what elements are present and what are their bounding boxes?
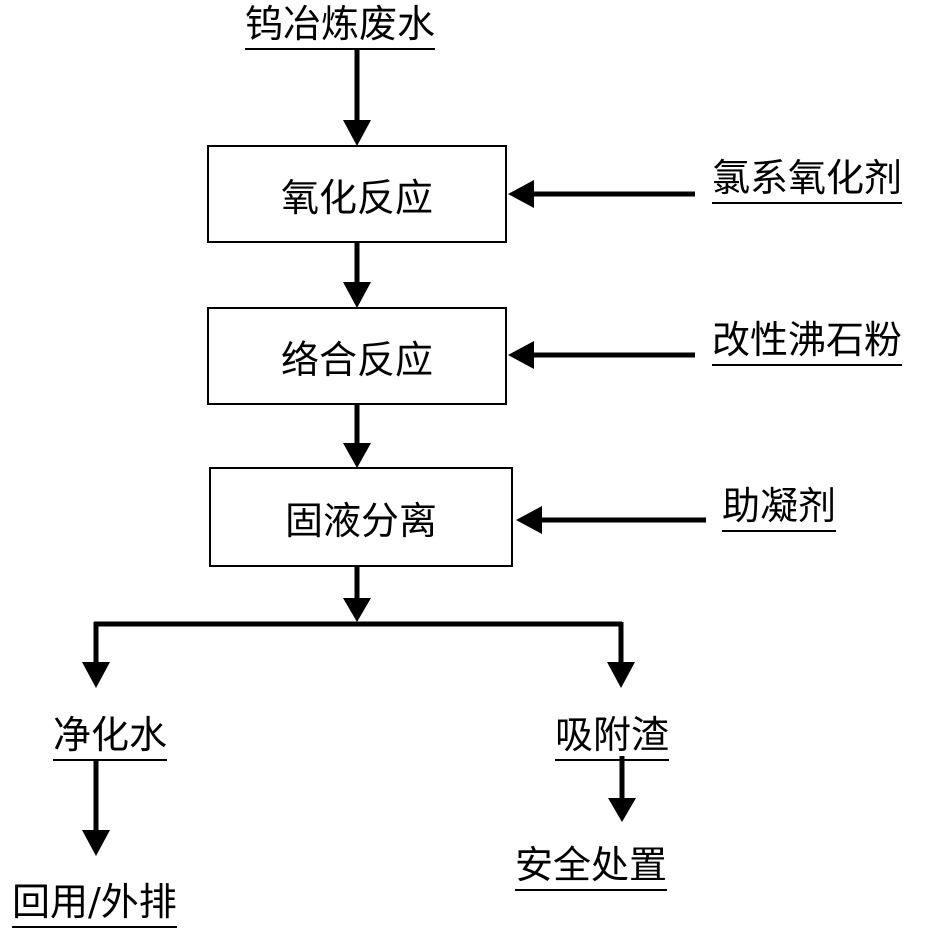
- step-separation-label: 固液分离: [284, 498, 437, 543]
- arrow-split-to-purified-water: [82, 622, 110, 688]
- output-reuse-discharge-label: 回用/外排: [12, 880, 177, 928]
- arrow-residue-to-disposal: [608, 756, 636, 822]
- reagent-zeolite-label: 改性沸石粉: [712, 318, 903, 366]
- arrow-input-to-oxidation: [343, 50, 371, 146]
- arrow-reagent-1: [508, 180, 695, 208]
- arrow-reagent-2: [508, 341, 695, 369]
- reagent-coagulant-label: 助凝剂: [722, 484, 837, 532]
- arrow-oxidation-to-complexation: [343, 242, 371, 308]
- output-adsorption-residue-label: 吸附渣: [555, 713, 670, 761]
- arrow-purified-water-to-reuse: [82, 760, 110, 856]
- arrow-complexation-to-separation: [343, 404, 371, 468]
- step-oxidation-label: 氧化反应: [280, 175, 433, 220]
- arrow-separation-to-split: [343, 566, 371, 622]
- input-label: 钨冶炼废水: [245, 2, 436, 50]
- step-oxidation-box: 氧化反应: [207, 145, 507, 243]
- output-safe-disposal-label: 安全处置: [515, 843, 668, 891]
- step-complexation-box: 络合反应: [207, 307, 507, 405]
- step-complexation-label: 络合反应: [280, 337, 433, 382]
- arrow-split-to-adsorption-residue: [607, 622, 635, 688]
- output-purified-water-label: 净化水: [53, 713, 168, 761]
- reagent-oxidant-label: 氯系氧化剂: [712, 156, 903, 204]
- arrow-reagent-3: [516, 506, 706, 534]
- step-separation-box: 固液分离: [209, 467, 513, 567]
